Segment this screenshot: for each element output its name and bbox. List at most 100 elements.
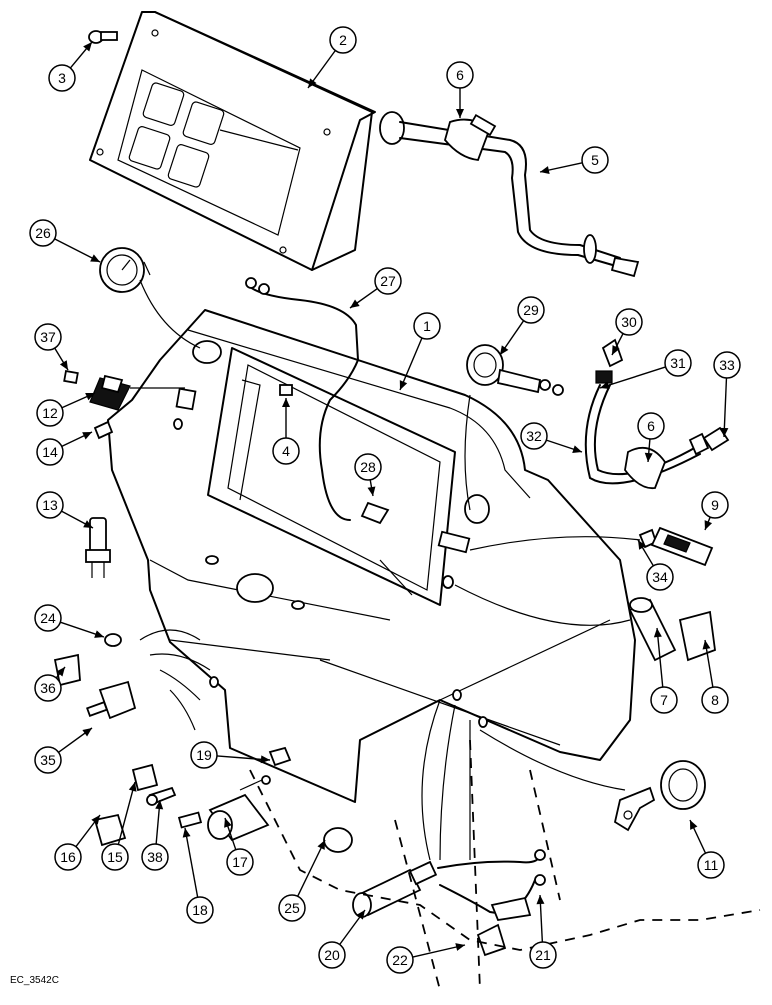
callout-number: 19 [196, 747, 212, 763]
callout-32: 32 [520, 422, 583, 453]
leader-arrowhead [94, 630, 104, 638]
callout-number: 7 [660, 692, 668, 708]
leader-arrowhead [317, 840, 325, 850]
callout-number: 36 [40, 680, 56, 696]
dash-panel [107, 309, 636, 803]
callout-circle [34, 604, 62, 632]
callout-circle [529, 941, 557, 969]
leader-arrowhead [638, 540, 647, 550]
callout-circle [141, 843, 169, 871]
leader-arrowhead [282, 398, 290, 407]
brake-switch [177, 746, 292, 842]
callout-17: 17 [224, 817, 254, 876]
callout-14: 14 [36, 431, 93, 466]
leader-arrowhead [536, 895, 545, 905]
lower-connectors [323, 827, 546, 957]
callout-number: 6 [456, 67, 464, 83]
wire-harness [139, 536, 641, 861]
leader-arrowhead [500, 345, 509, 355]
switch-left [63, 369, 185, 440]
leader-arrowhead [91, 815, 100, 825]
leader-arrowhead [653, 628, 662, 638]
callout-circle [701, 491, 729, 519]
callout-number: 1 [423, 318, 431, 334]
lighter-socket [628, 597, 716, 662]
callout-7: 7 [650, 627, 678, 714]
callout-circle [36, 491, 64, 519]
callout-number: 3 [58, 70, 66, 86]
callout-circle [278, 894, 306, 922]
leader-line [399, 337, 423, 391]
leader-line [599, 366, 666, 389]
gauge-left [99, 247, 201, 349]
callout-circle [446, 61, 474, 89]
callout-19: 19 [190, 741, 271, 769]
callout-circle [29, 219, 57, 247]
callout-24: 24 [34, 604, 105, 638]
callout-30: 30 [611, 308, 643, 356]
callout-number: 14 [42, 444, 58, 460]
callout-28: 28 [354, 453, 382, 497]
screw-part [88, 30, 118, 44]
callout-number: 6 [647, 418, 655, 434]
callout-number: 13 [42, 497, 58, 513]
callout-number: 38 [147, 849, 163, 865]
callout-number: 18 [192, 902, 208, 918]
callout-circle [354, 453, 382, 481]
callout-38: 38 [141, 799, 169, 871]
gauge-right [464, 344, 564, 511]
bulb-holder [85, 517, 111, 578]
callout-circle [54, 843, 82, 871]
callout-37: 37 [34, 323, 69, 371]
callout-circle [637, 412, 665, 440]
leader-arrowhead [720, 427, 729, 437]
callout-circle [664, 349, 692, 377]
leader-line [723, 377, 728, 438]
gauge-tube [584, 338, 730, 490]
leader-arrowhead [308, 78, 317, 88]
callout-circle [34, 323, 62, 351]
cab-outline-dashed [249, 739, 761, 991]
callout-number: 20 [324, 947, 340, 963]
callout-circle [48, 64, 76, 92]
callout-circle [34, 674, 62, 702]
callout-circle [650, 686, 678, 714]
callout-circle [318, 941, 346, 969]
callout-circle [701, 686, 729, 714]
small-parts [93, 763, 177, 847]
rotary-switch [53, 633, 137, 720]
callout-number: 27 [380, 273, 396, 289]
leader-arrowhead [356, 910, 365, 920]
callout-34: 34 [637, 539, 674, 591]
callout-number: 12 [42, 405, 58, 421]
callout-circle [697, 851, 725, 879]
callout-circle [226, 848, 254, 876]
callout-number: 32 [526, 428, 542, 444]
leader-arrowhead [644, 452, 653, 462]
callout-number: 25 [284, 900, 300, 916]
callout-15: 15 [101, 781, 137, 871]
leader-arrowhead [90, 254, 100, 262]
callout-number: 30 [621, 314, 637, 330]
callout-circle [581, 146, 609, 174]
callout-6: 6 [446, 61, 474, 118]
callout-circle [615, 308, 643, 336]
leader-arrowhead [455, 943, 465, 951]
callout-circle [374, 267, 402, 295]
callout-8: 8 [701, 639, 729, 714]
callout-12: 12 [36, 392, 96, 427]
callout-3: 3 [48, 41, 93, 92]
leader-arrowhead [82, 728, 92, 737]
callout-29: 29 [499, 296, 545, 356]
leader-arrowhead [690, 820, 698, 830]
leader-arrowhead [83, 42, 92, 52]
leader-arrowhead [702, 640, 711, 650]
callout-number: 35 [40, 752, 56, 768]
callout-circle [386, 946, 414, 974]
leader-arrowhead [367, 486, 376, 496]
leader-arrowhead [85, 393, 95, 401]
leader-arrowhead [155, 800, 164, 810]
callout-number: 5 [591, 152, 599, 168]
